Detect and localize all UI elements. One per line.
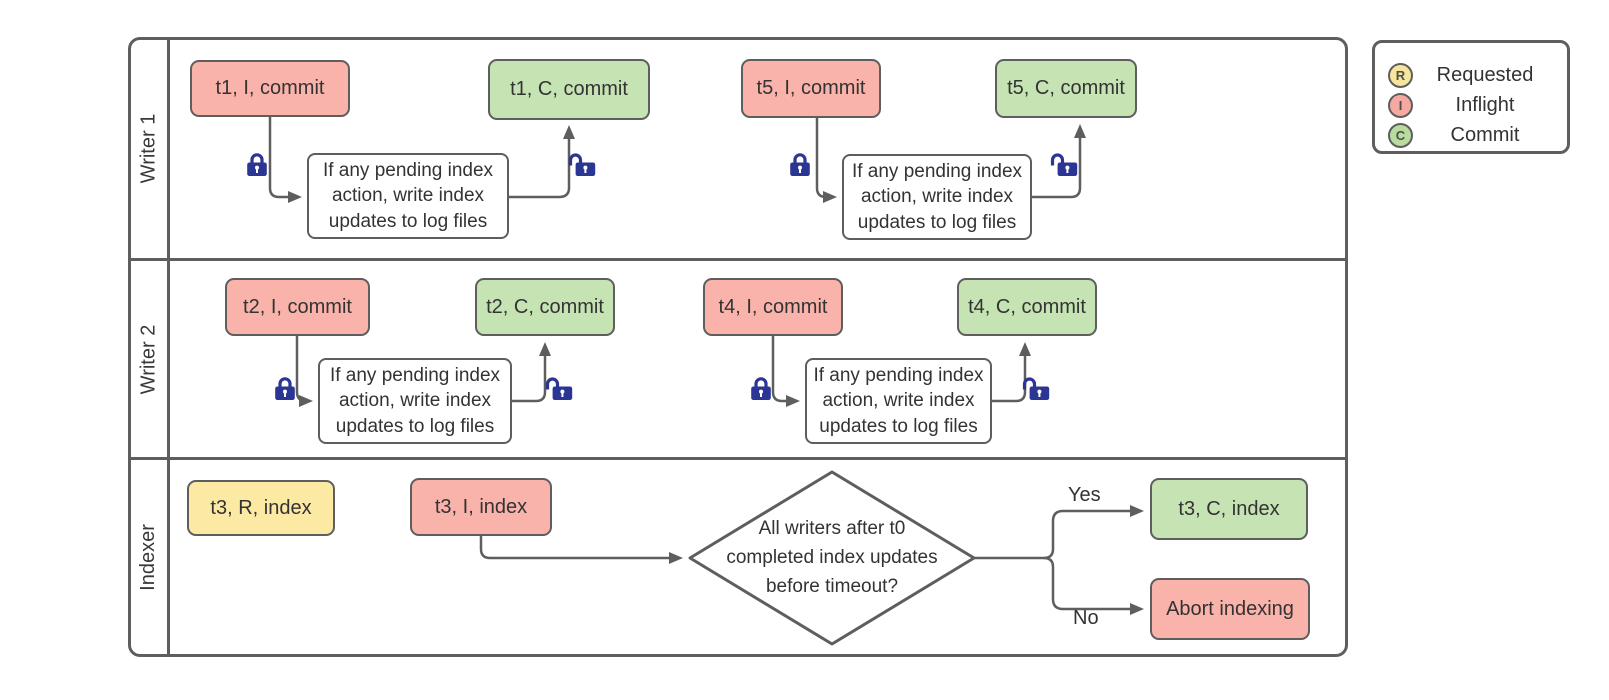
node-t1-inflight: t1, I, commit bbox=[190, 60, 350, 117]
lock-open-icon bbox=[1050, 151, 1078, 178]
node-t3-commit: t3, C, index bbox=[1150, 478, 1308, 540]
node-writer2-process-1: If any pending index action, write index… bbox=[318, 358, 512, 444]
legend-item-inflight: I Inflight bbox=[1388, 90, 1557, 120]
lane-indexer: Indexer bbox=[129, 460, 168, 655]
node-writer1-process-2: If any pending index action, write index… bbox=[842, 154, 1032, 240]
legend-inflight-label: Inflight bbox=[1455, 93, 1515, 116]
lane-writer2: Writer 2 bbox=[129, 261, 168, 457]
node-t3-requested: t3, R, index bbox=[187, 480, 335, 536]
legend-item-commit: C Commit bbox=[1388, 120, 1557, 150]
lock-closed-icon bbox=[245, 151, 273, 178]
decision-no-label: No bbox=[1073, 607, 1099, 629]
node-t1-commit: t1, C, commit bbox=[488, 59, 650, 120]
legend: R Requested I Inflight C Commit bbox=[1372, 40, 1570, 154]
lane-indexer-label: Indexer bbox=[137, 524, 159, 591]
node-t2-commit: t2, C, commit bbox=[475, 278, 615, 336]
inflight-badge-icon: I bbox=[1388, 92, 1413, 118]
node-t5-commit: t5, C, commit bbox=[995, 59, 1137, 118]
node-t4-inflight: t4, I, commit bbox=[703, 278, 843, 336]
lane-writer2-label: Writer 2 bbox=[137, 324, 160, 394]
node-t5-inflight: t5, I, commit bbox=[741, 59, 881, 118]
node-t2-inflight: t2, I, commit bbox=[225, 278, 370, 336]
lane-writer1: Writer 1 bbox=[129, 39, 168, 258]
lock-open-icon bbox=[545, 375, 573, 402]
node-t4-commit: t4, C, commit bbox=[957, 278, 1097, 336]
lock-open-icon bbox=[1022, 375, 1050, 402]
requested-badge-icon: R bbox=[1388, 62, 1413, 88]
lock-closed-icon bbox=[788, 151, 816, 178]
lane-label-divider bbox=[167, 39, 170, 655]
legend-commit-label: Commit bbox=[1450, 123, 1520, 146]
legend-item-requested: R Requested bbox=[1388, 60, 1557, 90]
node-t3-inflight: t3, I, index bbox=[410, 478, 552, 536]
lock-closed-icon bbox=[273, 375, 301, 402]
node-abort-indexing: Abort indexing bbox=[1150, 578, 1310, 640]
decision-yes-label: Yes bbox=[1068, 484, 1101, 506]
legend-requested-label: Requested bbox=[1436, 63, 1534, 86]
decision-question: All writers after t0 completed index upd… bbox=[726, 518, 938, 597]
lock-closed-icon bbox=[749, 375, 777, 402]
lane-divider-2 bbox=[129, 457, 1347, 460]
lane-writer1-label: Writer 1 bbox=[137, 113, 160, 184]
lane-divider-1 bbox=[129, 258, 1347, 261]
node-writer2-process-2: If any pending index action, write index… bbox=[805, 358, 992, 444]
commit-badge-icon: C bbox=[1388, 122, 1413, 148]
node-writer1-process-1: If any pending index action, write index… bbox=[307, 153, 509, 239]
lock-open-icon bbox=[568, 151, 596, 178]
